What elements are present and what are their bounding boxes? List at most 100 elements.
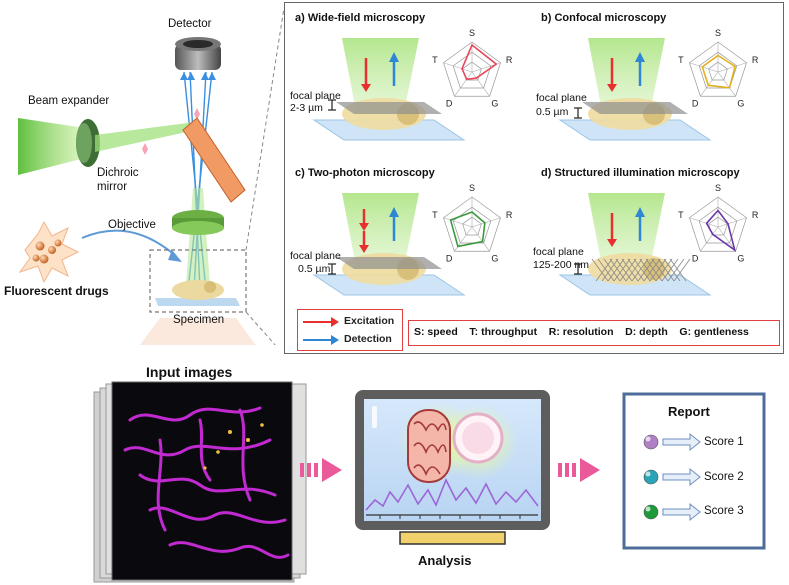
fluorescence-image: [111, 381, 293, 581]
radar-spoke: [443, 62, 473, 73]
focal-plane: [582, 102, 688, 114]
radar-spoke: [443, 217, 473, 228]
radar-axis-label: T: [678, 55, 684, 65]
radar-axis-label: T: [432, 210, 438, 220]
score-marker-3: [643, 504, 659, 520]
microscope-schematic: [18, 7, 285, 345]
radar-grid: [443, 41, 501, 97]
drug-arrowhead-icon: [168, 250, 182, 262]
radar-grid: [689, 196, 747, 252]
focal-plane: [336, 102, 442, 114]
fluorescent-drugs-label: Fluorescent drugs: [4, 284, 109, 298]
input-fade-cone: [139, 318, 256, 345]
radar-axis-label: D: [692, 254, 699, 264]
radar-axis-label: T: [432, 55, 438, 65]
radar-axis-label: S: [469, 28, 475, 38]
dichroic-label-1: Dichroic: [97, 167, 139, 179]
beam-expander-icon: [18, 118, 100, 175]
radar-spoke: [471, 226, 490, 252]
specimen-cell: [172, 280, 224, 300]
arrow-legend: Excitation Detection: [297, 309, 403, 351]
radar-grid: [452, 51, 492, 89]
specimen-zoom-box: [149, 249, 247, 313]
excitation-label: Excitation: [344, 315, 395, 327]
radar-axis-label: R: [752, 210, 759, 220]
radar-grid: [689, 41, 747, 97]
panel-b-focal-label: focal plane: [536, 92, 587, 104]
drug-spots: [203, 423, 264, 470]
radar-grid: [462, 216, 482, 236]
radar-axis-label: S: [469, 183, 475, 193]
detector-icon: [175, 37, 221, 70]
score-1-label: Score 1: [704, 436, 744, 448]
radar-series: [449, 211, 486, 248]
pipeline-graphics: [93, 381, 766, 583]
flow-arrow-1: [300, 458, 342, 482]
radar-spoke: [471, 71, 490, 97]
input-images-title: Input images: [146, 364, 233, 380]
radar-series: [461, 43, 498, 81]
panel-d-focal-label: focal plane: [533, 246, 584, 258]
radar-axis-label: R: [752, 55, 759, 65]
specimen-slide: [155, 298, 240, 306]
radar-series: [701, 54, 737, 89]
radar-axis-label: D: [446, 99, 453, 109]
radar-axis-label: G: [491, 254, 498, 264]
dichroic-label-2: mirror: [97, 181, 128, 193]
panel-c-focal-value: 0.5 µm: [298, 263, 331, 275]
panel-d-focal-value: 125-200 nm: [533, 259, 590, 271]
abbreviation-text: S: speed T: throughput R: resolution D: …: [414, 326, 749, 338]
radar-grid: [708, 61, 728, 81]
radar-grid: [698, 51, 738, 89]
modalities-frame: [284, 2, 784, 354]
radar-spoke: [717, 217, 747, 228]
panel-b-focal-value: 0.5 µm: [536, 106, 569, 118]
signal-trace: [365, 478, 539, 511]
beam-expander-label: Beam expander: [28, 95, 110, 107]
specimen-nucleus: [204, 281, 216, 293]
radar-grid: [698, 206, 738, 244]
radar-spoke: [689, 217, 719, 228]
score-3-label: Score 3: [704, 505, 744, 517]
structured-pattern: [591, 258, 691, 282]
score-marker-2: [643, 469, 659, 485]
radar-spoke: [471, 217, 501, 228]
fluorescent-drugs-icon: [18, 220, 80, 284]
zoom-line-bottom: [245, 311, 276, 345]
excitation-beam: [95, 122, 205, 152]
objective-label: Objective: [108, 219, 156, 231]
radar-spoke: [689, 62, 719, 73]
score-arrow-icon: [662, 432, 701, 452]
excitation-cone: [186, 188, 210, 285]
mitochondria-network: [123, 406, 290, 559]
radar-axis-label: S: [715, 183, 721, 193]
radar-series: [705, 209, 737, 252]
focal-plane: [336, 257, 442, 269]
zoom-line-top: [245, 7, 285, 251]
objective-icon: [172, 210, 224, 235]
legend-arrows-icon: [303, 317, 339, 345]
image-stack: [93, 381, 307, 583]
detector-label: Detector: [168, 18, 212, 30]
radar-axis-label: R: [506, 210, 513, 220]
radar-spoke: [717, 62, 747, 73]
radar-axis-label: T: [678, 210, 684, 220]
score-arrow-icon: [662, 467, 701, 487]
panel-b-title: b) Confocal microscopy: [541, 12, 667, 24]
radar-grid: [708, 216, 728, 236]
dichroic-mirror-icon: [182, 117, 246, 203]
panel-c-title: c) Two-photon microscopy: [295, 167, 435, 179]
score-marker-1: [643, 434, 659, 450]
radar-spoke: [454, 226, 473, 252]
radar-axis-label: S: [715, 28, 721, 38]
detection-arrowheads-icon: [180, 72, 216, 80]
